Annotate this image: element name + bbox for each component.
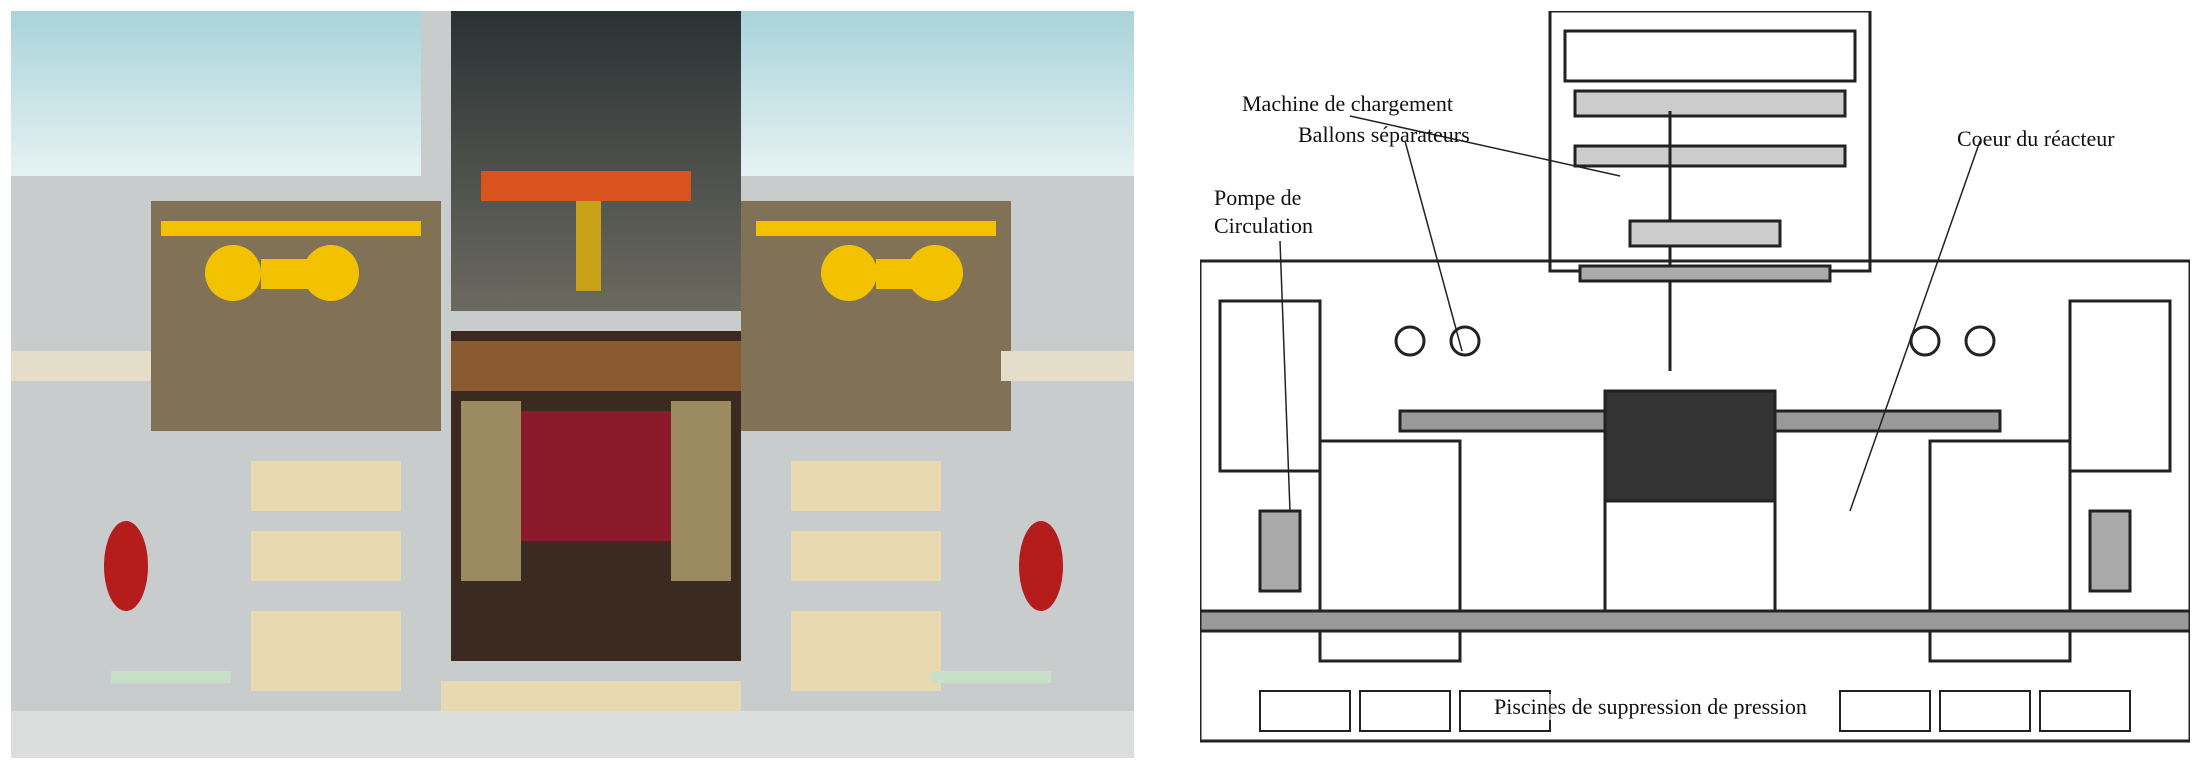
schematic-drawing [1198, 9, 2192, 743]
reactor-model-illustration [11, 11, 1134, 758]
reactor-model-photo [11, 11, 1134, 758]
label-reactor-core: Coeur du réacteur [1957, 126, 2115, 151]
reactor-schematic: Machine de chargement Ballons séparateur… [1198, 9, 2192, 746]
label-pump-line2: Circulation [1214, 213, 1313, 238]
label-pump-line1: Pompe de [1214, 185, 1302, 210]
label-suppression-pools: Piscines de suppression de pression [1494, 694, 1807, 720]
label-loading-machine: Machine de chargement [1242, 91, 1453, 116]
label-separator-drums: Ballons séparateurs [1298, 122, 1470, 147]
